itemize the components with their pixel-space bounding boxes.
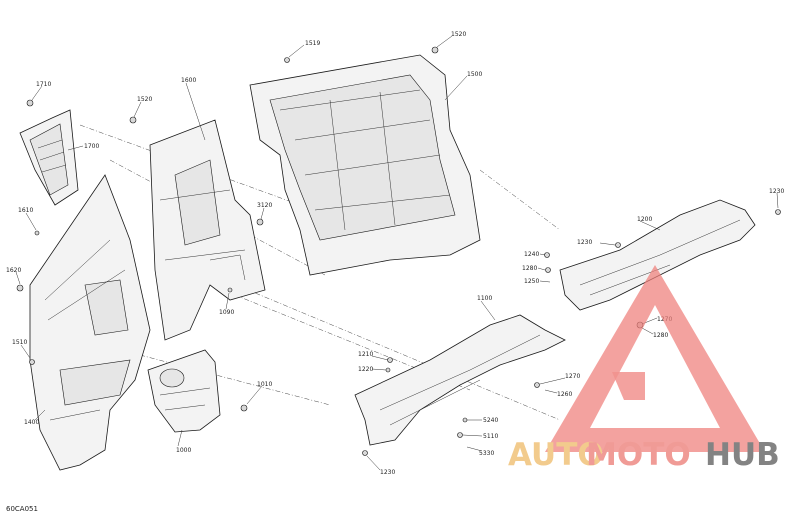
callout-labels: 1710 1700 1610 1620 1510 1400 1520 1600 … [6, 31, 784, 476]
callout-1500: 1500 [467, 71, 482, 78]
watermark-auto: AUTO [508, 437, 604, 473]
callout-1519: 1519 [305, 40, 320, 47]
callout-1250: 1250 [524, 278, 539, 285]
callout-1260: 1260 [557, 391, 572, 398]
callout-5330: 5330 [479, 450, 494, 457]
callout-1230-bottom: 1230 [380, 469, 395, 476]
callout-1520-left: 1520 [137, 96, 152, 103]
leader-lines [15, 35, 779, 471]
watermark-triangle-icon [545, 265, 765, 452]
callout-1230-right: 1230 [769, 188, 784, 195]
part-1700-frame [19, 109, 79, 206]
part-1000-bracket [147, 349, 221, 433]
callout-1510: 1510 [12, 339, 27, 346]
callout-1090: 1090 [219, 309, 234, 316]
watermark-hub: HUB [705, 437, 780, 473]
callout-1610: 1610 [18, 207, 33, 214]
callout-1700: 1700 [84, 143, 99, 150]
callout-1280-right: 1280 [653, 332, 668, 339]
callout-1520-top: 1520 [451, 31, 466, 38]
callout-1230-mid: 1230 [577, 239, 592, 246]
callout-3120: 3120 [257, 202, 272, 209]
diagram-code: 60CA051 [6, 505, 38, 513]
callout-1270-left: 1270 [565, 373, 580, 380]
callout-1280-left: 1280 [522, 265, 537, 272]
callout-1240: 1240 [524, 251, 539, 258]
watermark-moto: MOTO [586, 437, 691, 473]
callout-1710: 1710 [36, 81, 51, 88]
part-1100-lower-bar [354, 314, 566, 446]
callout-5240: 5240 [483, 417, 498, 424]
part-1600-vertical-panel [149, 119, 266, 341]
callout-1200: 1200 [637, 216, 652, 223]
callout-1000: 1000 [176, 447, 191, 454]
callout-1400: 1400 [24, 419, 39, 426]
callout-1600: 1600 [181, 77, 196, 84]
part-1200-right-bar [559, 199, 756, 311]
part-1400-side-panel [29, 174, 151, 471]
part-1500-tub [249, 54, 481, 276]
automotohub-watermark: AUTO MOTO HUB [508, 265, 780, 473]
callout-1100: 1100 [477, 295, 492, 302]
callout-1620: 1620 [6, 267, 21, 274]
callout-5110: 5110 [483, 433, 498, 440]
callout-1210: 1210 [358, 351, 373, 358]
callout-1010: 1010 [257, 381, 272, 388]
callout-1220: 1220 [358, 366, 373, 373]
